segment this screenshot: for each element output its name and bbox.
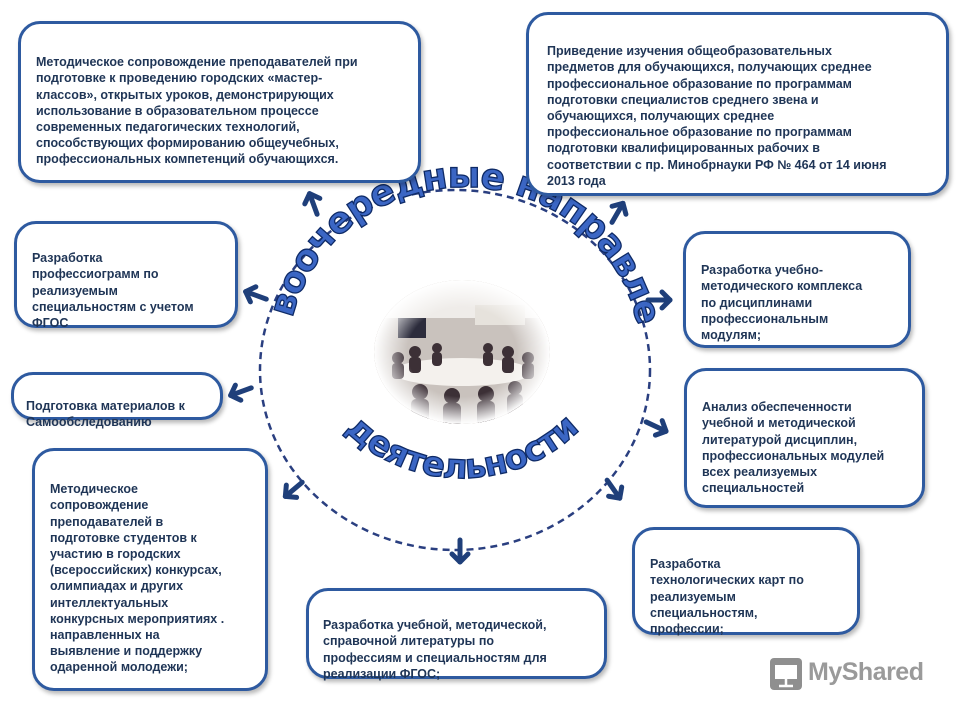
center-photo	[374, 280, 550, 424]
logo-text: MyShared	[808, 658, 924, 686]
arrow-left-1	[243, 284, 269, 305]
box-right-1-text: Разработка учебно- методического комплек…	[701, 263, 863, 343]
box-top-left-text: Методическое сопровождение преподавателе…	[36, 55, 358, 167]
box-top-right-text: Приведение изучения общеобразовательных …	[547, 44, 887, 188]
box-left-3: Методическое сопровождение преподавателе…	[32, 448, 268, 691]
box-left-1: Разработка профессиограмм по реализуемым…	[14, 221, 238, 331]
box-bottom-center-text: Разработка учебной, методической, справо…	[323, 618, 547, 681]
box-left-2: Подготовка материалов к Самообследованию	[11, 372, 223, 429]
arrow-bottom-center	[449, 537, 471, 565]
arrow-top-left	[302, 191, 323, 217]
arrow-top-right	[609, 200, 629, 225]
box-left-3-text: Методическое сопровождение преподавателе…	[50, 482, 225, 675]
arrows	[228, 191, 673, 565]
box-bottom-right: Разработка технологических карт по реали…	[632, 527, 860, 637]
box-right-2: Анализ обеспеченности учебной и методиче…	[684, 368, 925, 508]
box-top-right: Приведение изучения общеобразовательных …	[526, 12, 949, 196]
arrow-left-2	[228, 382, 254, 403]
box-right-1: Разработка учебно- методического комплек…	[683, 231, 911, 348]
box-bottom-right-text: Разработка технологических карт по реали…	[650, 557, 804, 637]
box-bottom-center: Разработка учебной, методической, справо…	[306, 588, 607, 681]
dashed-ring	[258, 188, 652, 552]
box-left-2-text: Подготовка материалов к Самообследованию	[26, 399, 185, 430]
arrow-right-1	[645, 289, 673, 311]
myshared-logo[interactable]: MyShared	[768, 654, 938, 694]
arrow-left-3	[282, 479, 305, 500]
arrow-right-2	[643, 418, 669, 438]
box-top-left: Методическое сопровождение преподавателе…	[18, 21, 421, 183]
presentation-icon	[770, 658, 802, 690]
box-right-2-text: Анализ обеспеченности учебной и методиче…	[702, 400, 885, 496]
arrow-bottom-right	[604, 477, 625, 501]
box-left-1-text: Разработка профессиограмм по реализуемым…	[32, 251, 194, 331]
